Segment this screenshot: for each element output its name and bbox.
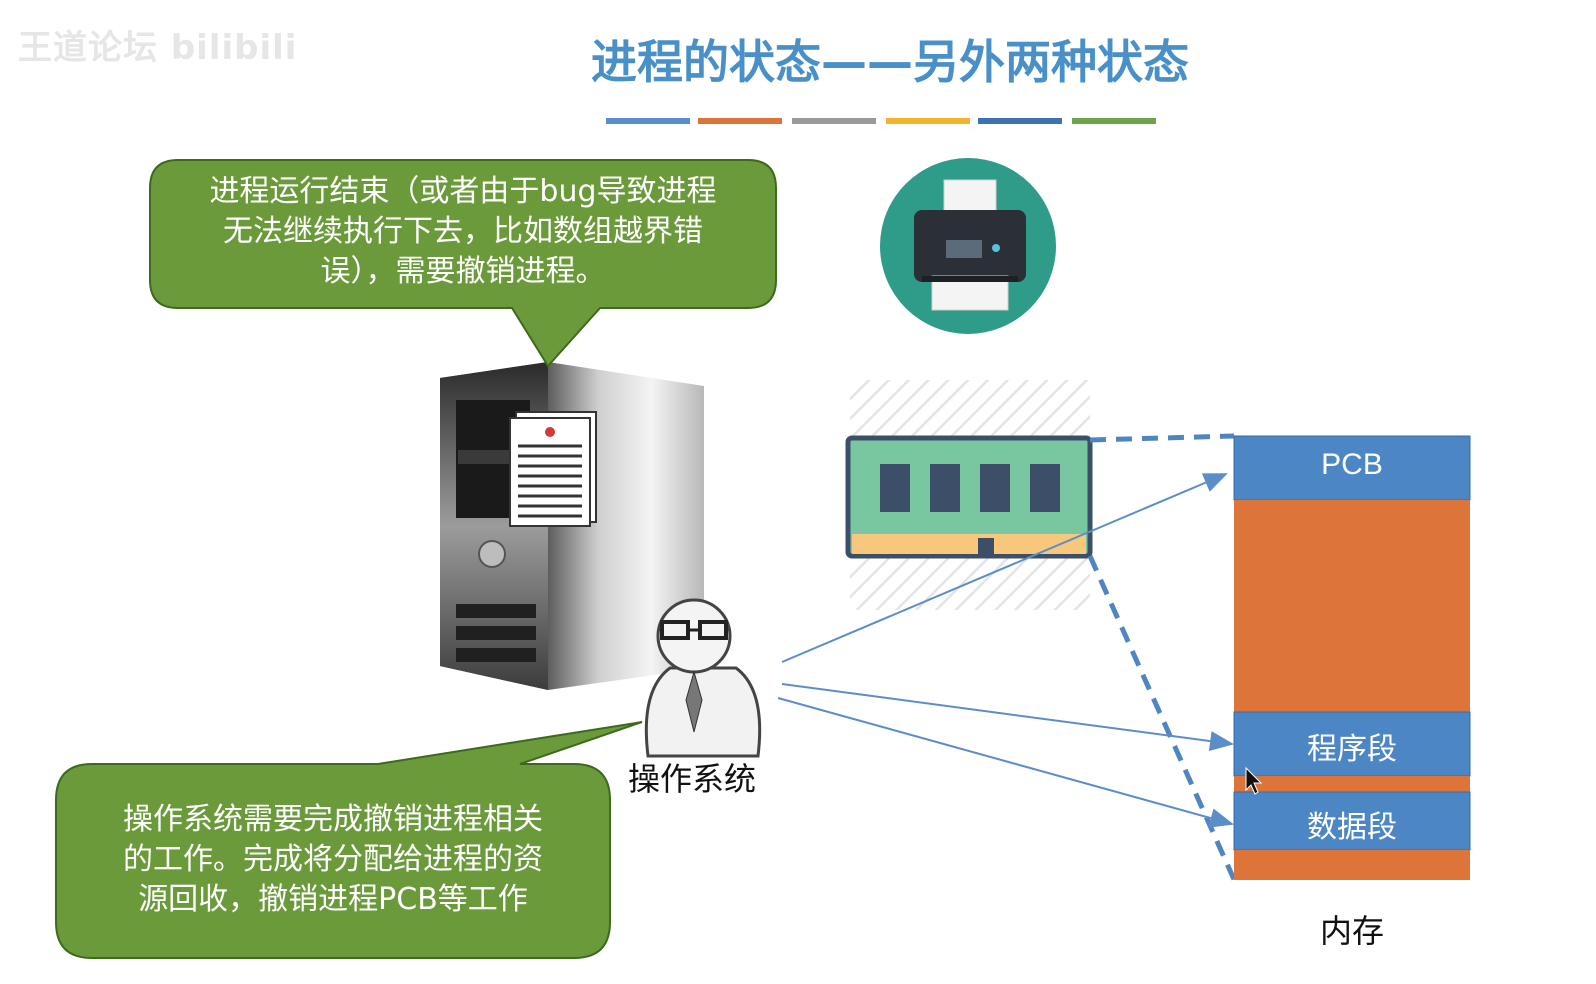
- page-title: 进程的状态——另外两种状态: [591, 35, 1189, 89]
- bottom-bubble-line-3: 源回收，撤销进程PCB等工作: [138, 882, 528, 917]
- arrow-to-pcb: [781, 473, 1228, 663]
- top-bubble-line-2: 无法继续执行下去，比如数组越界错: [223, 214, 703, 249]
- watermark: 王道论坛 bilibili: [18, 28, 298, 68]
- top-speech-bubble: [149, 159, 777, 368]
- title-decor-bar-2: [698, 118, 782, 124]
- arrow-to-program: [781, 683, 1234, 752]
- dashed-connector-top: [1089, 433, 1235, 443]
- title-decor-bar-5: [978, 118, 1062, 124]
- ram-module-icon: [845, 435, 1093, 559]
- dashed-connector-bottom: [1087, 554, 1239, 886]
- cursor-icon: [1245, 766, 1263, 795]
- document-icon: [509, 411, 597, 527]
- bottom-bubble-line-1: 操作系统需要完成撤销进程相关: [123, 802, 543, 837]
- memory-segment-pcb: PCB: [1321, 448, 1383, 481]
- title-decor-bar-3: [792, 118, 876, 124]
- top-bubble-text: 进程运行结束（或者由于bug导致进程 无法继续执行下去，比如数组越界错 误），需…: [150, 172, 776, 292]
- bottom-bubble-line-2: 的工作。完成将分配给进程的资: [123, 842, 543, 877]
- memory-column: [1233, 435, 1471, 880]
- bottom-bubble-text: 操作系统需要完成撤销进程相关 的工作。完成将分配给进程的资 源回收，撤销进程PC…: [56, 800, 610, 920]
- title-decor-bar-1: [606, 118, 690, 124]
- title-decor-bar-4: [886, 118, 970, 124]
- arrow-to-data: [777, 697, 1234, 828]
- os-label: 操作系统: [628, 760, 757, 798]
- memory-segment-data: 数据段: [1307, 811, 1397, 844]
- memory-segment-program: 程序段: [1307, 733, 1397, 766]
- memory-caption: 内存: [1319, 912, 1384, 950]
- top-bubble-line-3: 误），需要撤销进程。: [320, 254, 606, 289]
- os-character-icon: [644, 598, 762, 758]
- title-decor-bar-6: [1072, 118, 1156, 124]
- printer-icon: [880, 158, 1056, 334]
- bottom-speech-bubble: [55, 721, 643, 959]
- top-bubble-line-1: 进程运行结束（或者由于bug导致进程: [209, 174, 717, 209]
